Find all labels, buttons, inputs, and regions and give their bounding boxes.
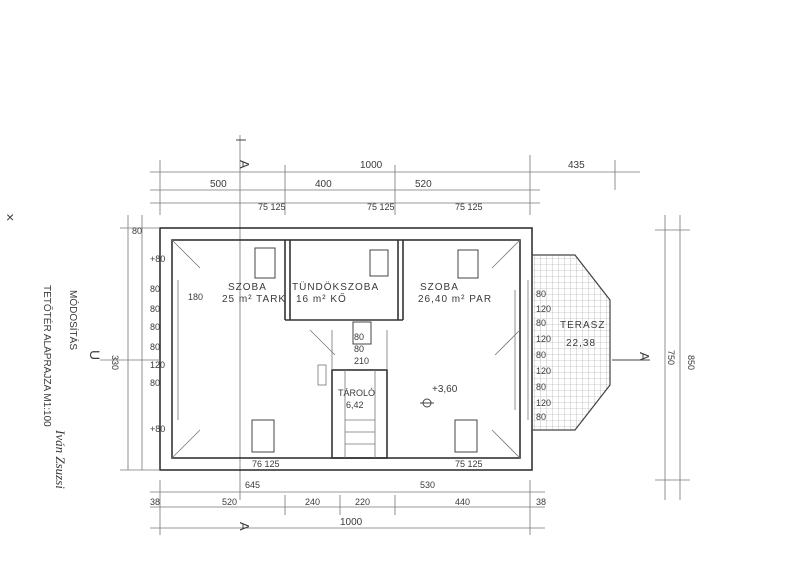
svg-text:80: 80 <box>536 289 546 299</box>
dim-top-total: 1000 <box>360 160 383 171</box>
svg-text:120: 120 <box>150 360 165 370</box>
svg-text:180: 180 <box>188 292 203 302</box>
left-dimensions: +80 180 80 80 80 80 120 80 +80 330 80 <box>110 226 203 434</box>
level-value: +3,60 <box>432 384 458 395</box>
room-2-name: TÜNDÖKSZOBA <box>292 281 379 293</box>
svg-text:80: 80 <box>536 318 546 328</box>
svg-text:80: 80 <box>354 332 364 342</box>
room-5-area: 6,42 <box>346 400 364 410</box>
svg-text:80: 80 <box>536 382 546 392</box>
svg-text:80: 80 <box>150 342 160 352</box>
room-2-area: 16 m² KŐ <box>296 291 347 305</box>
svg-text:220: 220 <box>355 497 370 507</box>
svg-text:440: 440 <box>455 497 470 507</box>
svg-text:120: 120 <box>536 366 551 376</box>
top-dimension-lines <box>150 135 640 500</box>
svg-text:80: 80 <box>150 322 160 332</box>
left-dimension-lines <box>100 215 160 471</box>
windows <box>251 247 479 453</box>
svg-text:75 125: 75 125 <box>455 459 483 469</box>
svg-text:120: 120 <box>536 304 551 314</box>
svg-text:75 125: 75 125 <box>367 202 395 212</box>
svg-text:80: 80 <box>536 412 546 422</box>
svg-text:240: 240 <box>305 497 320 507</box>
room-3-area: 26,40 m² PAR <box>418 294 492 305</box>
svg-text:80: 80 <box>150 284 160 294</box>
room-4-area: 22,38 <box>566 338 596 349</box>
svg-text:330: 330 <box>110 355 120 370</box>
svg-text:+80: +80 <box>150 254 165 264</box>
svg-text:120: 120 <box>536 398 551 408</box>
side-title-block: TETŐTÉR ALAPRAJZA M1:100 MÓDOSÍTÁS Iván … <box>41 285 103 489</box>
dim-top-seg-3: 520 <box>415 179 432 190</box>
room-4-name: TERASZ <box>560 320 605 331</box>
room-labels: SZOBA 25 m² TARK TÜNDÖKSZOBA 16 m² KŐ SZ… <box>222 281 605 410</box>
svg-text:76 125: 76 125 <box>252 459 280 469</box>
svg-text:80: 80 <box>354 344 364 354</box>
right-dimension-lines <box>527 215 690 500</box>
top-window-marks: 75 125 75 125 75 125 <box>258 202 483 212</box>
side-marker: U <box>87 350 103 360</box>
svg-text:120: 120 <box>536 334 551 344</box>
svg-text:80: 80 <box>150 378 160 388</box>
stair-marks: 80 80 210 <box>354 332 369 366</box>
svg-text:80: 80 <box>132 226 142 236</box>
dim-top-right: 435 <box>568 160 585 171</box>
svg-text:80: 80 <box>150 304 160 314</box>
section-marker-top: A <box>237 160 252 169</box>
room-1-area: 25 m² TARK <box>222 294 286 305</box>
room-3-name: SZOBA <box>420 282 459 293</box>
svg-text:210: 210 <box>354 356 369 366</box>
svg-text:850: 850 <box>686 355 696 370</box>
dim-top-seg-2: 400 <box>315 179 332 190</box>
svg-text:520: 520 <box>222 497 237 507</box>
side-subtitle: MÓDOSÍTÁS <box>67 290 80 350</box>
building-outline <box>159 227 533 471</box>
svg-text:530: 530 <box>420 480 435 490</box>
bottom-dimensions: 38 520 240 220 440 38 1000 645 530 76 12… <box>150 459 546 528</box>
signature: Iván Zsuzsi <box>53 429 68 489</box>
svg-text:38: 38 <box>536 497 546 507</box>
section-marker-right: A <box>637 352 652 361</box>
svg-text:80: 80 <box>536 350 546 360</box>
room-5-name: TÁROLÓ <box>338 388 375 398</box>
section-marker-bottom: A <box>237 522 252 531</box>
stray-x-mark: × <box>6 209 14 225</box>
room-1-name: SZOBA <box>228 282 267 293</box>
svg-text:75 125: 75 125 <box>258 202 286 212</box>
svg-text:1000: 1000 <box>340 517 363 528</box>
dim-top-seg-1: 500 <box>210 179 227 190</box>
terrace-area <box>531 254 611 431</box>
svg-text:750: 750 <box>666 350 676 365</box>
right-dimensions: 80 120 80 120 80 120 80 120 80 750 850 <box>536 289 696 422</box>
svg-text:75 125: 75 125 <box>455 202 483 212</box>
side-title: TETŐTÉR ALAPRAJZA M1:100 <box>41 285 55 427</box>
svg-text:645: 645 <box>245 480 260 490</box>
svg-text:+80: +80 <box>150 424 165 434</box>
svg-text:38: 38 <box>150 497 160 507</box>
bottom-dimension-lines <box>150 480 545 535</box>
